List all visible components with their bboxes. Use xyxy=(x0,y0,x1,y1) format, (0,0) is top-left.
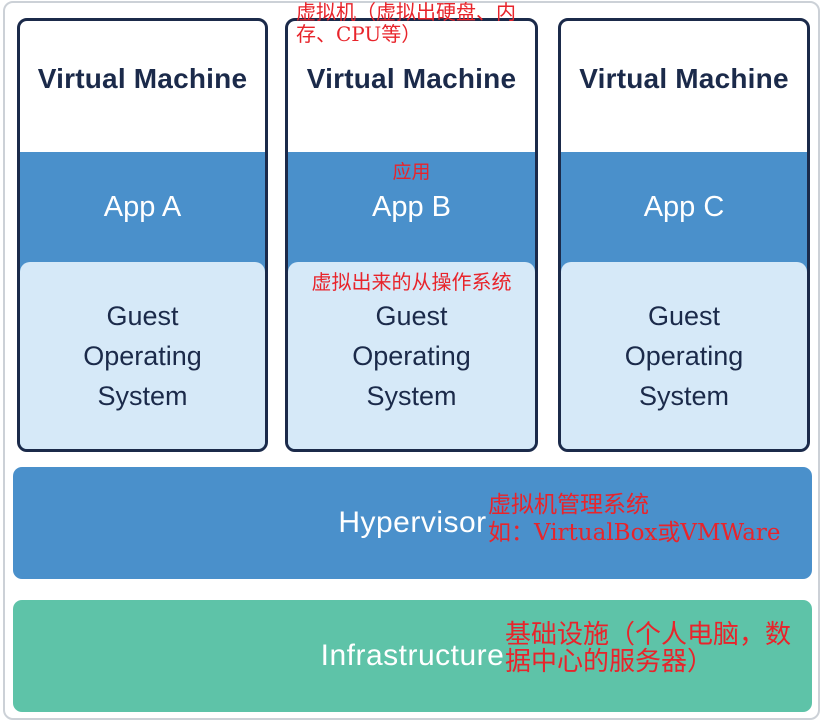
hypervisor-annotation: 虚拟机管理系统 如：VirtualBox或VMWare xyxy=(488,492,781,546)
app-section: App A xyxy=(20,152,265,262)
app-label: App B xyxy=(372,190,451,223)
vm-box-b: Virtual Machine 应用 App B 虚拟出来的从操作系统 Gues… xyxy=(285,18,538,452)
vm-title: Virtual Machine xyxy=(37,63,248,94)
infrastructure-bar: Infrastructure 基础设施（个人电脑，数 据中心的服务器） xyxy=(13,600,812,712)
app-section: 应用 App B xyxy=(288,152,535,262)
infrastructure-label: Infrastructure xyxy=(320,639,505,672)
guest-box: 虚拟出来的从操作系统 Guest Operating System xyxy=(288,262,535,449)
vm-annotation: 虚拟机（虚拟出硬盘、内 存、CPU等） xyxy=(296,0,516,46)
guest-label: Guest Operating System xyxy=(624,300,744,411)
guest-label: Guest Operating System xyxy=(352,300,471,411)
guest-box: Guest Operating System xyxy=(561,262,807,449)
vm-box-c: Virtual Machine App C Guest Operating Sy… xyxy=(558,18,810,452)
guest-section: Guest Operating System xyxy=(20,262,265,449)
guest-annotation: 虚拟出来的从操作系统 xyxy=(311,270,512,294)
guest-section: Guest Operating System xyxy=(561,262,807,449)
vm-title: Virtual Machine xyxy=(306,63,517,94)
app-label: App C xyxy=(643,190,725,223)
guest-section: 虚拟出来的从操作系统 Guest Operating System xyxy=(288,262,535,449)
vm-box-a: Virtual Machine App A Guest Operating Sy… xyxy=(17,18,268,452)
hypervisor-label: Hypervisor xyxy=(338,506,487,539)
guest-box: Guest Operating System xyxy=(20,262,265,449)
app-annotation: 应用 xyxy=(392,161,431,183)
infrastructure-annotation: 基础设施（个人电脑，数 据中心的服务器） xyxy=(505,620,792,677)
hypervisor-bar: Hypervisor 虚拟机管理系统 如：VirtualBox或VMWare xyxy=(13,467,812,579)
vm-title: Virtual Machine xyxy=(579,63,789,94)
app-section: App C xyxy=(561,152,807,262)
guest-label: Guest Operating System xyxy=(83,300,202,411)
app-label: App A xyxy=(103,190,182,223)
